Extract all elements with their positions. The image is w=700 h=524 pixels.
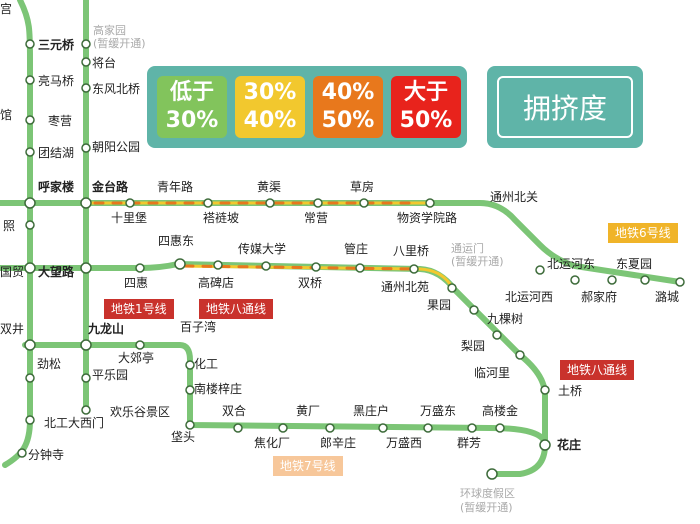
legend-top: 大于 50% [391,76,461,138]
station-label-lucheng: 潞城 [655,290,680,304]
legend-top-line1: 大于 [403,80,448,105]
line-6 [0,200,683,285]
station-label-qunfang: 群芳 [457,436,482,450]
station-label-fenzhongsi: 分钟寺 [28,448,65,462]
station-label-dawanglu: 大望路 [38,265,75,279]
station-label-gaobeidian: 高碑店 [198,276,235,290]
station-label-dengtou: 垡头 [171,430,196,444]
station-label-tuanjiehu: 团结湖 [38,146,75,160]
station-label-tongyunmen-note: (暂缓开通) [451,255,504,268]
line-tag-batong-west: 地铁八通线 [199,299,274,319]
station-label-jiaohuachang: 焦化厂 [254,436,291,450]
line-7 [22,342,548,477]
station-label-liyuan: 梨园 [461,339,486,353]
station-label-jinsong: 劲松 [37,357,62,371]
station-markers [17,39,685,480]
station-label-gaojiayuan-note: (暂缓开通) [93,37,146,50]
station-label-huazhuang: 花庄 [557,438,582,452]
station-label-wuziuyuan: 物资学院路 [397,211,458,225]
station-label-left-guan: 馆 [0,108,13,122]
crowd-segment-batong-orange [183,264,417,271]
station-label-jiulongshan: 九龙山 [88,322,125,336]
crowding-legend: 低于 30% 30% 40% 40% 50% 大于 50% [147,66,467,148]
line-tag-batong-east: 地铁八通线 [560,360,635,380]
station-label-tongzhoubeiyuan: 通州北苑 [381,280,430,294]
legend-title-box: 拥挤度 [487,66,643,148]
station-label-wanshengdong: 万盛东 [420,404,457,418]
station-label-hujialou: 呼家楼 [38,180,75,194]
line-tag-1: 地铁1号线 [104,299,174,319]
station-label-huanlegu: 欢乐谷景区 [110,405,171,419]
station-label-jiukeshu: 九棵树 [487,312,524,326]
line-tag-6: 地铁6号线 [608,223,678,243]
station-label-chuchupo: 褡裢坡 [203,211,240,225]
legend-low: 低于 30% [157,76,227,138]
station-label-baliqiao: 八里桥 [393,244,430,258]
station-label-beigongdaximen: 北工大西门 [44,416,105,430]
station-label-baiziwan: 百子湾 [180,320,217,334]
station-label-guoyuan: 果园 [427,298,452,312]
legend-high: 40% 50% [313,76,383,138]
station-label-wanshengxi: 万盛西 [386,436,423,450]
station-label-guanzhuang: 管庄 [344,242,369,256]
station-label-huanqiu: 环球度假区 [460,487,515,500]
legend-high-line2: 50% [321,108,375,133]
station-label-liangmaqiao: 亮马桥 [38,74,75,88]
station-label-dajiaoting: 大郊亭 [118,351,155,365]
station-label-linheli: 临河里 [474,366,511,380]
line-tag-7: 地铁7号线 [273,456,343,476]
legend-title: 拥挤度 [497,76,633,138]
station-label-tongzhoubeiguan: 通州北关 [490,190,539,204]
station-label-dongxiayuan: 东夏园 [616,257,653,271]
station-label-zaoying: 枣营 [48,114,73,128]
station-label-shuanghe: 双合 [222,404,247,418]
station-label-haojiafu: 郝家府 [581,290,618,304]
station-label-caofang: 草房 [350,180,375,194]
legend-mid: 30% 40% [235,76,305,138]
legend-top-line2: 50% [399,108,453,133]
station-label-beiyunhedong: 北运河东 [547,257,596,271]
legend-mid-line2: 40% [243,108,297,133]
station-label-gaojiayuan: 高家园 [93,24,126,37]
station-label-dongfengbeiqiao: 东风北桥 [92,82,141,96]
legend-low-line1: 低于 [169,80,214,105]
station-label-jintailu: 金台路 [92,180,129,194]
station-label-gaolouj: 高楼金 [482,404,519,418]
legend-low-line2: 30% [165,108,219,133]
station-label-nanlouzizhuang: 南楼梓庄 [194,382,243,396]
station-label-beiyunhexi: 北运河西 [505,290,554,304]
station-label-chaoyanggongyuan: 朝阳公园 [92,140,141,154]
station-label-qingnianlu: 青年路 [157,180,194,194]
station-label-sanyuanqiao: 三元桥 [38,38,75,52]
station-label-heizhuanghu: 黑庄户 [353,404,390,418]
station-label-tuqiao: 土桥 [558,384,583,398]
station-label-chuanmeidaxue: 传媒大学 [238,242,287,256]
station-label-sihuidong: 四惠东 [158,234,195,248]
station-label-tongyunmen: 通运门 [451,242,484,255]
station-label-left-guomao: 国贸 [0,265,25,279]
station-label-left-zhao: 照 [3,219,16,233]
station-label-shuangqiao: 双桥 [298,276,323,290]
station-label-left-shuangjing: 双井 [0,322,25,336]
station-label-laochenzhuang: 郎辛庄 [320,436,357,450]
station-label-left-gong: 宫 [0,2,13,16]
station-label-huagong: 化工 [194,357,219,371]
station-label-sihui: 四惠 [124,276,149,290]
station-label-huanqiu-note: (暂缓开通) [460,501,513,514]
station-label-huangqu: 黄渠 [257,180,282,194]
station-label-huangchang: 黄厂 [296,404,321,418]
station-label-changying: 常营 [304,211,329,225]
station-label-pingleyuan: 平乐园 [92,368,129,382]
station-label-shilipu: 十里堡 [111,211,148,225]
legend-mid-line1: 30% [243,80,297,105]
station-label-jiangtai: 将台 [92,56,117,70]
legend-high-line1: 40% [321,80,375,105]
crowd-segment-batong-yellow [176,264,452,286]
